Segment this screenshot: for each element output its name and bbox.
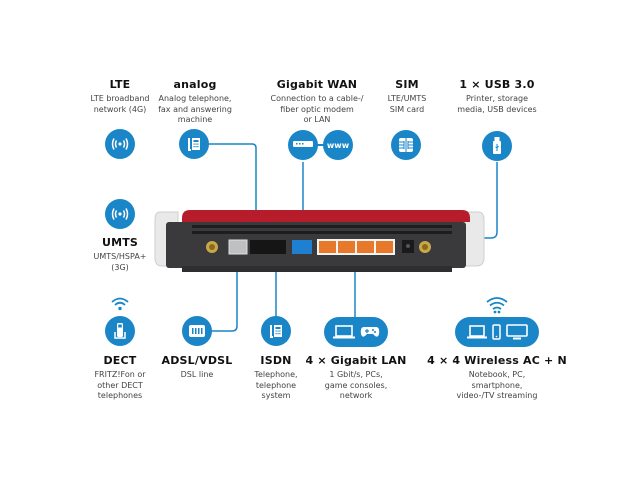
monitor-icon <box>505 324 528 340</box>
feature-analog: analog Analog telephone,fax and answerin… <box>158 78 232 124</box>
lan-port-3 <box>357 241 374 253</box>
modem-icon <box>288 130 318 160</box>
feature-gigabit-lan: 4 × Gigabit LAN 1 Gbit/s, PCs,game conso… <box>305 354 407 400</box>
lan-devices-pill <box>324 317 388 347</box>
www-icon: www <box>323 130 353 160</box>
wlan-devices-pill <box>455 317 539 347</box>
cordless-phone-icon <box>105 316 135 346</box>
wire-dsl <box>210 258 238 332</box>
dect-wifi-icon <box>111 297 129 311</box>
router-red-top <box>182 210 470 222</box>
antenna-connector-right <box>419 241 431 253</box>
isdn-port <box>266 240 286 254</box>
router-vents <box>192 225 452 234</box>
laptop-icon <box>332 325 355 339</box>
usb-stick-icon <box>482 131 512 161</box>
umts-radio-signal-icon <box>105 199 135 229</box>
feature-wireless-ac-n: 4 × 4 Wireless AC + N Notebook, PC,smart… <box>427 354 567 400</box>
desk-phone-icon <box>179 129 209 159</box>
wan-link-line <box>316 144 328 146</box>
wan-port <box>292 240 312 254</box>
gamepad-icon <box>360 327 379 337</box>
wire-usb <box>482 162 498 239</box>
lan-port-2 <box>338 241 355 253</box>
wire-analog <box>208 143 257 232</box>
lan-port-1 <box>319 241 336 253</box>
laptop-icon <box>466 325 487 339</box>
dsl-plug-icon <box>182 316 212 346</box>
sim-card-icon <box>391 130 421 160</box>
feature-gigabit-wan: Gigabit WAN Connection to a cable-/fiber… <box>270 78 364 124</box>
feature-umts: UMTS UMTS/HSPA+(3G) <box>93 236 147 272</box>
isdn-desk-phone-icon <box>261 316 291 346</box>
feature-adsl-vdsl: ADSL/VDSL DSL line <box>161 354 233 379</box>
smartphone-icon <box>491 324 501 340</box>
lan-ports <box>319 241 393 253</box>
dsl-port <box>228 239 248 255</box>
analog-port <box>250 240 266 254</box>
lan-port-4 <box>376 241 393 253</box>
radio-signal-icon <box>105 129 135 159</box>
antenna-connector-left <box>206 241 218 253</box>
wlan-wifi-icon <box>486 297 508 314</box>
